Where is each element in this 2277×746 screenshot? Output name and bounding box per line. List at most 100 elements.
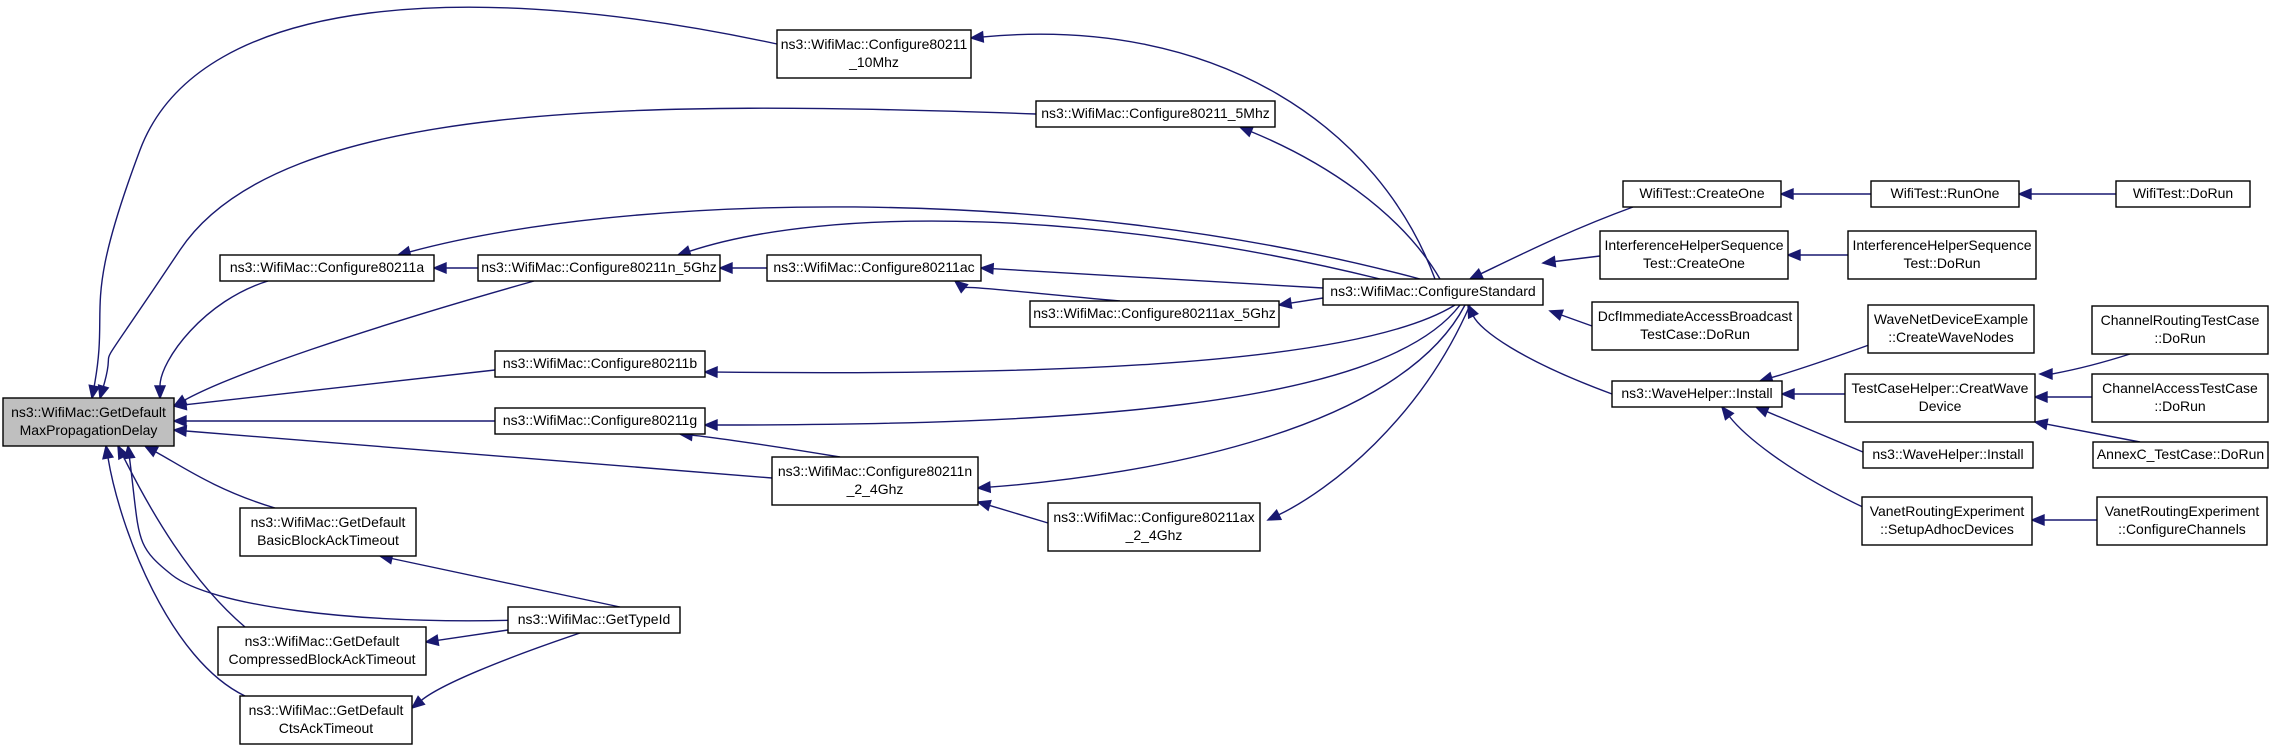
node-box [494,350,706,378]
node-box [1847,230,2037,280]
node-c80211ax5[interactable]: ns3::WifiMac::Configure80211ax_5Ghz [1029,300,1280,328]
node-box [1322,278,1544,306]
node-box [2091,373,2269,423]
edge-basicack-to-root [143,445,276,509]
node-box [217,626,427,676]
node-label-line: TestCaseHelper::CreatWave [1852,380,2029,396]
node-box [1844,373,2036,423]
edge-dcf-to-cstd [1548,309,1593,327]
arrowhead [97,384,110,400]
arrowhead [1754,406,1771,418]
node-compack[interactable]: ns3::WifiMac::GetDefaultCompressedBlockA… [217,626,427,676]
node-label-line: ChannelRoutingTestCase [2101,312,2260,328]
node-box [507,606,681,634]
edge-ihcreate-to-cstd [1541,255,1601,268]
node-box [1591,301,1799,351]
node-ihcreate[interactable]: InterferenceHelperSequenceTest::CreateOn… [1599,230,1789,280]
node-chaccess[interactable]: ChannelAccessTestCase::DoRun [2091,373,2269,423]
edge-line [1561,314,1593,327]
edge-c80211ax24-to-c80211n24 [976,499,1049,524]
node-basicack[interactable]: ns3::WifiMac::GetDefaultBasicBlockAckTim… [239,507,417,557]
node-c80211ax24[interactable]: ns3::WifiMac::Configure80211ax_2_4Ghz [1047,502,1261,552]
edge-line [409,206,1421,280]
node-label-line: WaveNetDeviceExample [1874,311,2029,327]
node-label-line: Test::DoRun [1903,255,1980,271]
node-box [2115,180,2251,208]
arrowhead [172,414,187,428]
edge-line [93,6,778,387]
node-vanetcfg[interactable]: VanetRoutingExperiment::ConfigureChannel… [2096,496,2268,546]
node-vanetsetup[interactable]: VanetRoutingExperiment::SetupAdhocDevice… [1861,496,2033,546]
node-c80211g[interactable]: ns3::WifiMac::Configure80211g [494,407,706,435]
node-wtrun[interactable]: WifiTest::RunOne [1870,180,2020,208]
arrowhead [979,262,995,275]
arrowhead [1266,509,1283,521]
arrowhead [2033,418,2049,431]
node-box [1029,300,1280,328]
node-label-line: AnnexC_TestCase::DoRun [2097,446,2264,462]
edge-typeid-to-root [123,444,524,622]
node-box [1047,502,1261,552]
edge-line [716,304,1461,426]
arrowhead [153,385,167,400]
edge-line [691,434,841,458]
edge-annexc-to-tchelper [2033,418,2141,443]
node-typeid[interactable]: ns3::WifiMac::GetTypeId [507,606,681,634]
node-box [1867,304,2035,354]
node-c80211n24[interactable]: ns3::WifiMac::Configure80211n_2_4Ghz [771,456,979,506]
nodes-layer: ns3::WifiMac::GetDefaultMaxPropagationDe… [2,29,2269,745]
node-label-line: ns3::WifiMac::Configure80211a [230,259,424,275]
node-box [771,456,979,506]
node-wavehelper2[interactable]: ns3::WaveHelper::Install [1862,441,2034,469]
arrowhead [172,425,188,437]
node-label-line: ns3::WifiMac::Configure80211n_5Ghz [481,259,717,275]
edge-line [716,304,1456,374]
edge-cstd-to-c80211n24 [976,304,1466,494]
edge-wtcreate-to-cstd [1468,206,1634,280]
node-label-line: VanetRoutingExperiment [1870,503,2025,519]
node-annexc[interactable]: AnnexC_TestCase::DoRun [2092,441,2269,469]
arrowhead [1780,387,1795,401]
node-label-line: CtsAckTimeout [279,720,374,736]
node-box [2091,305,2269,355]
node-label-line: InterferenceHelperSequence [1852,237,2031,253]
node-c80211b[interactable]: ns3::WifiMac::Configure80211b [494,350,706,378]
node-box [1861,496,2033,546]
node-c80211n5[interactable]: ns3::WifiMac::Configure80211n_5Ghz [477,254,721,282]
node-c80211a[interactable]: ns3::WifiMac::Configure80211a [219,254,435,282]
node-root[interactable]: ns3::WifiMac::GetDefaultMaxPropagationDe… [2,397,175,447]
node-dcf[interactable]: DcfImmediateAccessBroadcastTestCase::DoR… [1591,301,1799,351]
node-label-line: ::CreateWaveNodes [1888,329,2014,345]
edge-c80211ax5-to-c80211ac [953,279,1121,302]
node-c10mhz[interactable]: ns3::WifiMac::Configure80211_10Mhz [776,29,972,79]
node-box [1862,441,2034,469]
edge-cstd-to-c80211ax5 [1277,297,1324,310]
edge-typeid-to-basicack [378,552,621,608]
node-chrouting[interactable]: ChannelRoutingTestCase::DoRun [2091,305,2269,355]
node-c80211ac[interactable]: ns3::WifiMac::Configure80211ac [766,254,982,282]
edge-line [185,369,496,406]
node-box [477,254,721,282]
node-wavehelper[interactable]: ns3::WaveHelper::Install [1611,380,1783,408]
edge-wtdorun-to-wtrun [2017,187,2116,201]
edge-line [420,632,581,701]
node-wtdorun[interactable]: WifiTest::DoRun [2115,180,2251,208]
edge-c80211a-to-root [153,280,269,400]
edge-cstd-to-c10mhz [969,30,1436,280]
edge-line [437,629,509,641]
edge-line [1472,315,1613,395]
edge-line [1554,255,1601,263]
node-label-line: WifiTest::CreateOne [1639,185,1764,201]
node-box [494,407,706,435]
node-wavenet[interactable]: WaveNetDeviceExample::CreateWaveNodes [1867,304,2035,354]
node-c5mhz[interactable]: ns3::WifiMac::Configure80211_5Mhz [1035,100,1276,128]
edge-c80211ac-to-c80211n5 [718,261,767,275]
node-cstd[interactable]: ns3::WifiMac::ConfigureStandard [1322,278,1544,306]
node-wtcreate[interactable]: WifiTest::CreateOne [1622,180,1782,208]
edge-typeid-to-compack [424,629,509,647]
node-box [2096,496,2268,546]
